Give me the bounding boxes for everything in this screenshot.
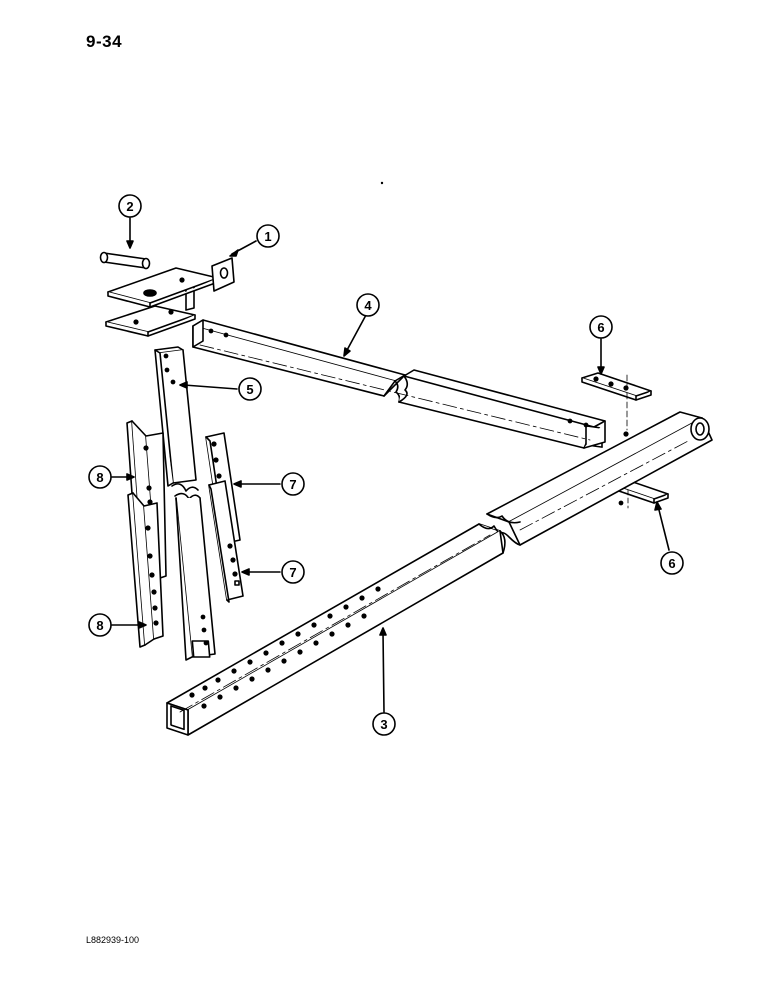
callout-7-upper: 7 [281,472,305,496]
page-number: 9-34 [86,32,123,51]
callout-5: 5 [238,377,262,401]
svg-text:6: 6 [597,320,604,335]
part-2-pin [99,251,151,270]
part-1-clevis-bracket [105,257,235,337]
part-6-plate-upper [581,372,652,431]
svg-text:4: 4 [364,298,372,313]
callout-3: 3 [372,712,396,736]
svg-text:7: 7 [289,565,296,580]
svg-text:7: 7 [289,477,296,492]
part-7-strap-lower [208,480,244,603]
callout-1: 1 [256,224,280,248]
svg-text:5: 5 [246,382,253,397]
svg-text:1: 1 [264,229,271,244]
svg-text:6: 6 [668,556,675,571]
svg-text:2: 2 [126,199,133,214]
leader-lines [111,217,670,713]
callout-4: 4 [356,293,380,317]
callout-8-lower: 8 [88,613,112,637]
callout-2: 2 [118,194,142,218]
svg-text:8: 8 [96,618,103,633]
callout-7-lower: 7 [281,560,305,584]
part-4-upper-tube [192,319,606,449]
callout-8-upper: 8 [88,465,112,489]
speck [380,181,384,185]
figure-code: L882939-100 [86,935,140,945]
callout-6-lower: 6 [660,551,684,575]
svg-text:8: 8 [96,470,103,485]
svg-text:3: 3 [380,717,387,732]
part-3-main-tube [166,411,713,736]
callout-6-upper: 6 [589,315,613,339]
part-8-strap-lower [127,492,164,648]
part-5-vertical-tube [154,346,216,661]
